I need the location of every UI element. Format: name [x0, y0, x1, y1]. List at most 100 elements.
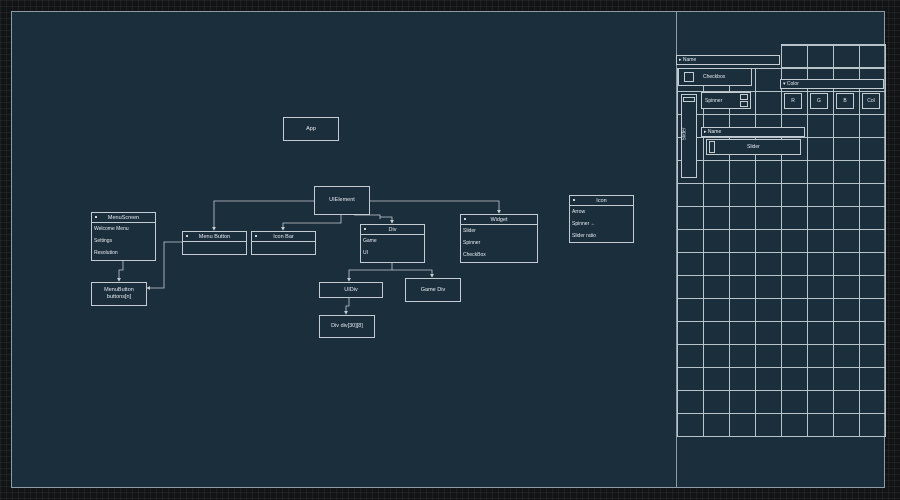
- color-header[interactable]: ▾ Color: [780, 79, 884, 89]
- grid-cell: [807, 321, 834, 345]
- spinner-label: Spinner: [705, 98, 723, 104]
- grid-cell: [677, 321, 704, 345]
- grid-cell: [677, 229, 704, 253]
- grid-cell: [859, 137, 886, 161]
- color-g-button[interactable]: G: [810, 93, 828, 109]
- color-g-label: G: [817, 98, 821, 104]
- node-menubutton-list[interactable]: MenuButton buttons[n]: [91, 282, 147, 306]
- node-menuscreen-item: Resolution: [94, 250, 118, 256]
- grid-cell: [781, 44, 808, 68]
- grid-cell: [833, 275, 860, 299]
- vertical-slider-thumb[interactable]: [683, 97, 695, 102]
- node-uidiv-label: UIDiv: [344, 286, 358, 293]
- grid-cell: [755, 367, 782, 391]
- node-icon[interactable]: Icon Arrow Spinner ← Slider ratio: [569, 195, 634, 243]
- color-r-label: R: [791, 98, 795, 104]
- grid-cell: [833, 229, 860, 253]
- horizontal-slider[interactable]: Slider: [706, 139, 801, 155]
- node-menuscreen[interactable]: MenuScreen Welcome Menu Settings Resolut…: [91, 212, 156, 261]
- grid-cell: [729, 229, 756, 253]
- grid-cell: [807, 390, 834, 414]
- node-uidiv[interactable]: UIDiv: [319, 282, 383, 298]
- node-div[interactable]: Div Game UI: [360, 224, 425, 263]
- checkbox-box[interactable]: [684, 72, 694, 82]
- vertical-slider-label: Slider: [681, 127, 688, 141]
- color-b-button[interactable]: B: [836, 93, 854, 109]
- name-header[interactable]: ▸ Name: [676, 55, 780, 65]
- grid-cell: [677, 206, 704, 230]
- node-menuscreen-item: Settings: [94, 238, 113, 244]
- grid-cell: [703, 206, 730, 230]
- node-icon-title: Icon: [596, 197, 607, 204]
- color-col-label: Col: [867, 98, 875, 104]
- spinner-widget[interactable]: Spinner: [701, 92, 751, 109]
- spinner-up-button[interactable]: [740, 94, 748, 100]
- grid-cell: [859, 413, 886, 437]
- grid-cell: [677, 344, 704, 368]
- checkbox-widget[interactable]: Checkbox: [678, 68, 752, 86]
- grid-cell: [703, 160, 730, 184]
- grid-cell: [859, 114, 886, 138]
- grid-cell: [729, 344, 756, 368]
- node-uielement-label: UIElement: [329, 197, 355, 203]
- grid-cell: [729, 321, 756, 345]
- grid-cell: [833, 160, 860, 184]
- node-widget-item: Spinner: [463, 240, 481, 246]
- grid-cell: [781, 206, 808, 230]
- grid-cell: [807, 298, 834, 322]
- grid-cell: [729, 275, 756, 299]
- node-menuscreen-title: MenuScreen: [107, 214, 140, 221]
- grid-cell: [729, 367, 756, 391]
- node-menuscreen-item: Welcome Menu: [94, 226, 129, 232]
- grid-cell: [755, 298, 782, 322]
- grid-cell: [703, 344, 730, 368]
- expand-arrow-icon: ▸: [704, 129, 707, 135]
- node-widget[interactable]: Widget Slider Spinner CheckBox: [460, 214, 538, 263]
- grid-cell: [781, 344, 808, 368]
- name-header-2[interactable]: ▸ Name: [701, 127, 805, 137]
- grid-cell: [833, 344, 860, 368]
- grid-cell: [833, 137, 860, 161]
- grid-cell: [703, 229, 730, 253]
- collapse-icon: [363, 227, 367, 231]
- grid-cell: [807, 183, 834, 207]
- spinner-down-button[interactable]: [740, 101, 748, 107]
- collapse-arrow-icon: ▾: [783, 81, 786, 87]
- node-icon-bar-label: Icon Bar: [273, 233, 294, 240]
- grid-cell: [859, 321, 886, 345]
- grid-cell: [833, 206, 860, 230]
- grid-cell: [755, 252, 782, 276]
- grid-cell: [859, 183, 886, 207]
- vertical-slider[interactable]: Slider: [681, 94, 697, 178]
- grid-cell: [781, 252, 808, 276]
- grid-cell: [729, 160, 756, 184]
- node-menu-button[interactable]: Menu Button: [182, 231, 247, 255]
- node-icon-item: Spinner ←: [572, 221, 596, 227]
- node-icon-bar[interactable]: Icon Bar: [251, 231, 316, 255]
- grid-cell: [807, 344, 834, 368]
- grid-cell: [833, 183, 860, 207]
- grid-cell: [781, 367, 808, 391]
- grid-cell: [755, 413, 782, 437]
- collapse-icon: [185, 234, 189, 238]
- horizontal-slider-thumb[interactable]: [709, 141, 715, 153]
- node-div-array[interactable]: Div div[30][8]: [319, 315, 375, 338]
- collapse-icon: [254, 234, 258, 238]
- node-menubutton-list-label: MenuButton buttons[n]: [104, 287, 134, 300]
- color-b-label: B: [843, 98, 847, 104]
- grid-cell: [807, 114, 834, 138]
- node-app[interactable]: App: [283, 117, 339, 141]
- color-col-button[interactable]: Col: [862, 93, 880, 109]
- node-game-div[interactable]: Game Div: [405, 278, 461, 302]
- grid-cell: [781, 160, 808, 184]
- grid-cell: [781, 413, 808, 437]
- grid-cell: [833, 321, 860, 345]
- node-uielement[interactable]: UIElement: [314, 186, 370, 215]
- grid-cell: [859, 44, 886, 68]
- grid-cell: [677, 252, 704, 276]
- grid-cell: [677, 367, 704, 391]
- grid-cell: [703, 321, 730, 345]
- node-div-item: Game: [363, 238, 377, 244]
- grid-cell: [755, 91, 782, 115]
- color-r-button[interactable]: R: [784, 93, 802, 109]
